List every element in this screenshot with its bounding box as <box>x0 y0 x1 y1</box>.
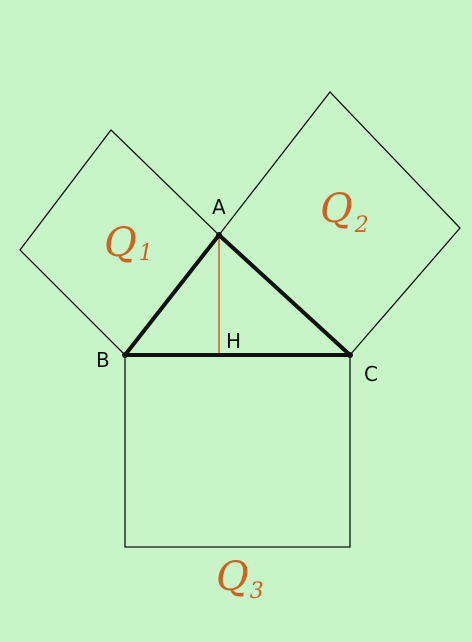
label-q2-index: 2 <box>354 213 369 238</box>
label-h: H <box>226 329 241 353</box>
label-q2: Q2 <box>320 186 369 238</box>
label-q1: Q1 <box>104 220 153 266</box>
vertex-c <box>347 352 353 358</box>
label-b: B <box>96 348 110 372</box>
label-q3: Q3 <box>216 554 264 604</box>
label-q2-letter: Q <box>320 186 353 232</box>
square-q3 <box>124 354 351 548</box>
label-q3-letter: Q <box>216 554 249 600</box>
label-c: C <box>364 362 378 386</box>
vertex-a <box>216 232 222 238</box>
label-q3-index: 3 <box>250 579 264 604</box>
label-q1-letter: Q <box>104 220 137 266</box>
label-q1-index: 1 <box>139 241 153 266</box>
triangle-abc <box>123 233 352 357</box>
vertex-b <box>122 352 128 358</box>
label-a: A <box>212 195 226 219</box>
